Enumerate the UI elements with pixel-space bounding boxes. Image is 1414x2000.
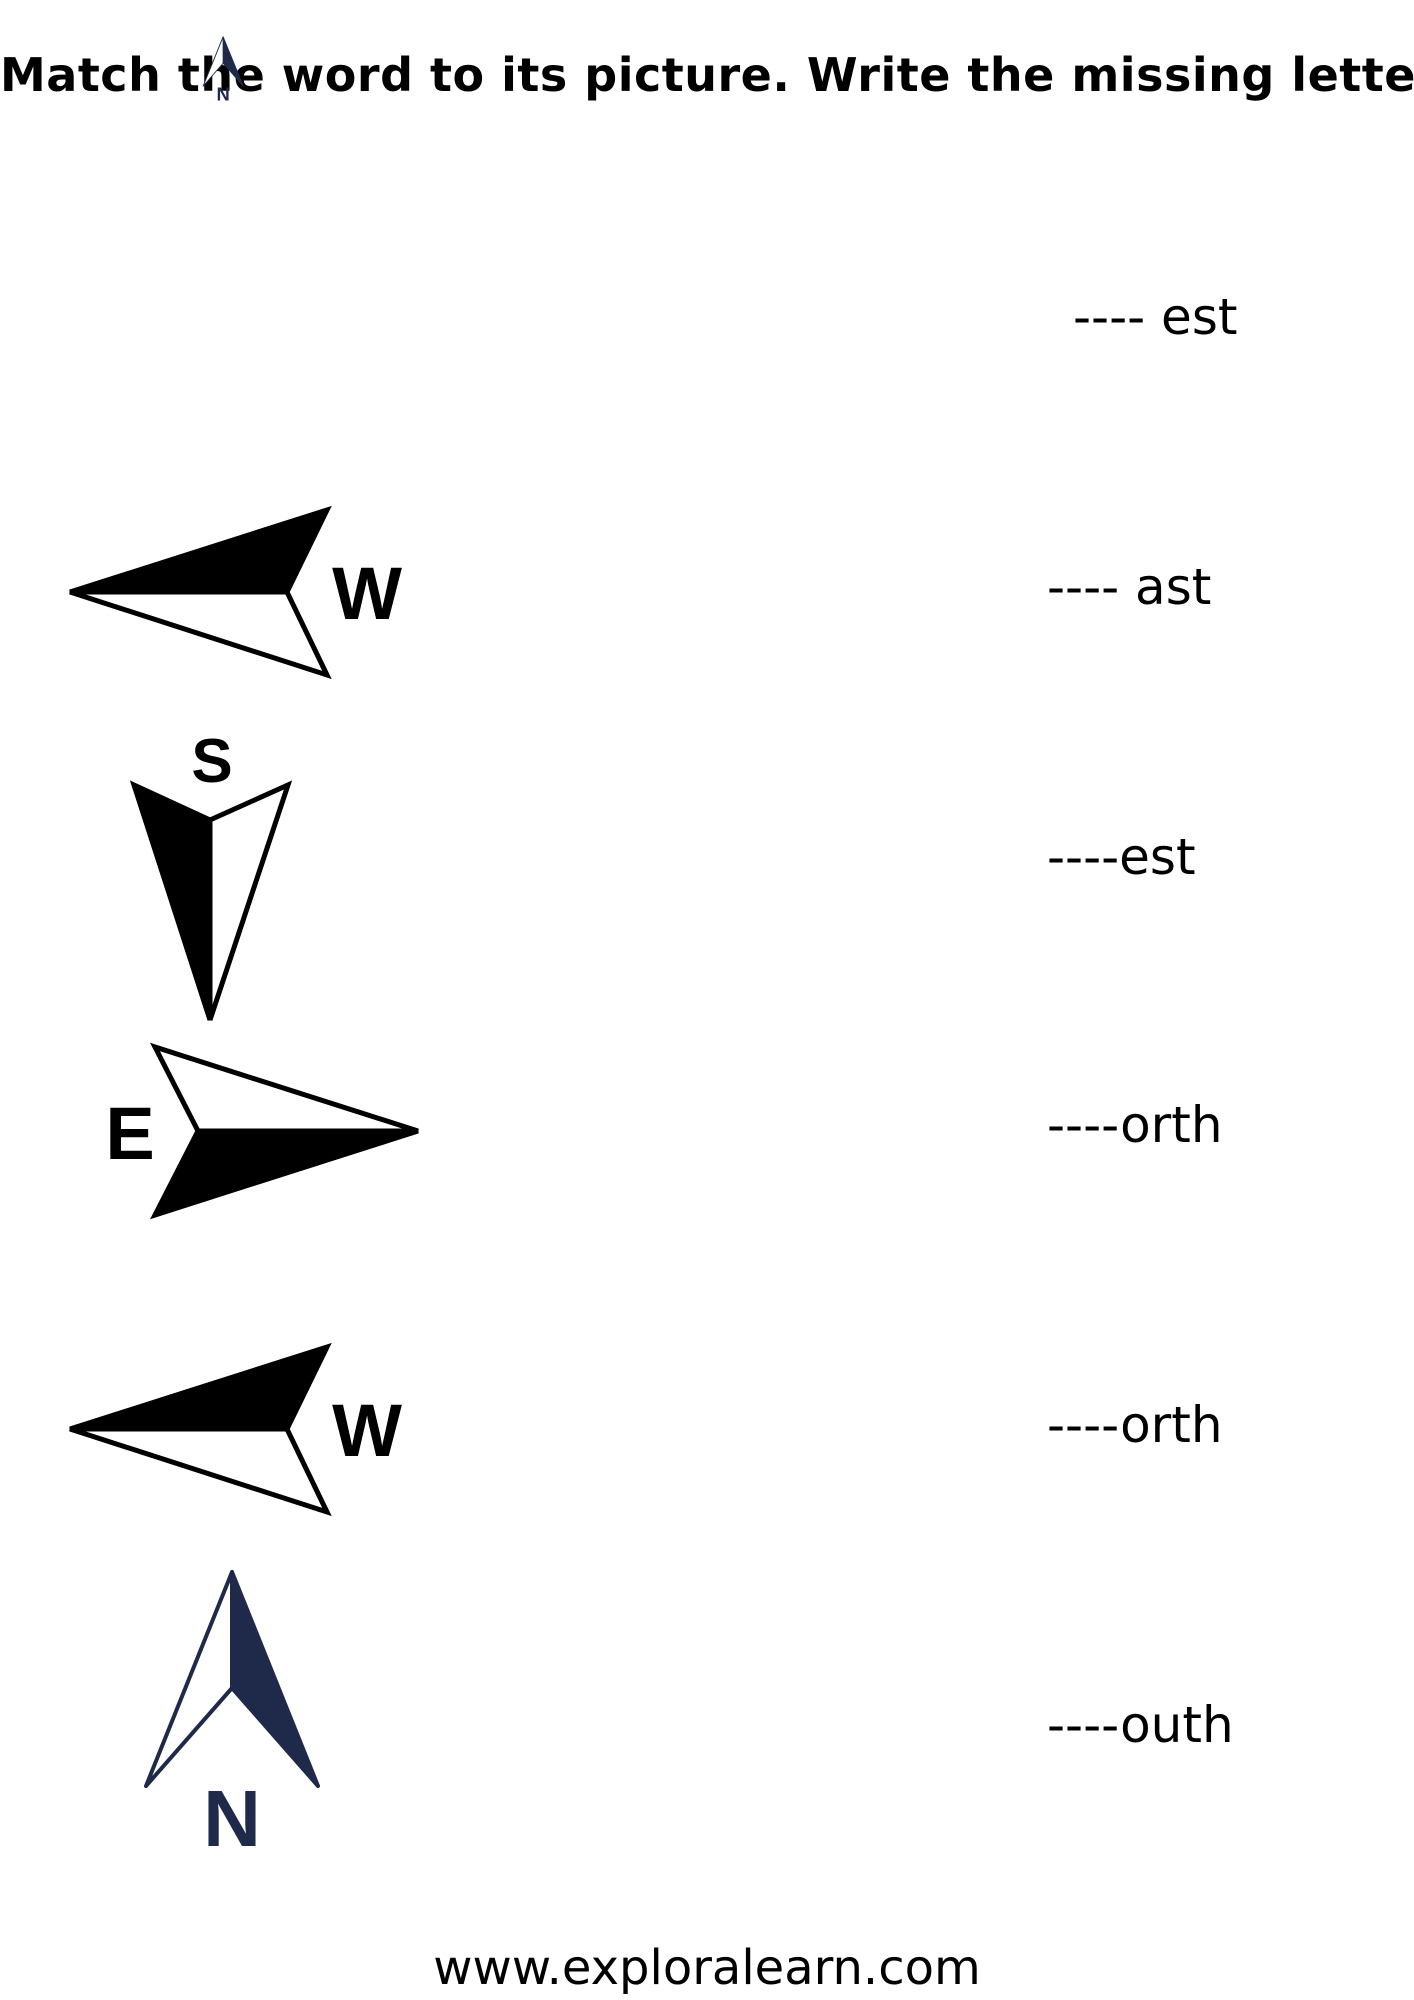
east-arrow-icon: E — [105, 1042, 419, 1220]
arrow-figure-5: W — [0, 1320, 460, 1540]
arrow-figure-4: E — [0, 1030, 460, 1250]
footer-url: www.exploralearn.com — [433, 1940, 981, 1996]
south-arrow-icon: S — [129, 727, 293, 1021]
arrow-figure-6: N — [0, 1560, 460, 1863]
compass-letter-w: W — [332, 552, 402, 635]
word-blank: ----orth — [1047, 1396, 1223, 1454]
north-arrow-icon: N — [144, 1570, 320, 1863]
arrow-figure-2: W — [0, 480, 460, 720]
compass-letter-w: W — [332, 1389, 402, 1472]
arrow-figure-3: S — [0, 710, 460, 1030]
word-blank: ----orth — [1047, 1096, 1223, 1154]
word-blank: ----outh — [1047, 1696, 1234, 1754]
compass-letter-e: E — [105, 1092, 154, 1175]
compass-letter-n: N — [216, 83, 229, 104]
word-blank: ---- est — [1073, 288, 1238, 346]
compass-letter-n: N — [203, 1774, 261, 1863]
west-arrow-icon: W — [69, 505, 402, 680]
word-blank: ---- ast — [1047, 558, 1212, 616]
west-arrow-icon: W — [69, 1342, 402, 1517]
north-arrow-icon: N — [202, 36, 244, 104]
word-blank: ----est — [1047, 828, 1196, 886]
compass-letter-s: S — [191, 727, 232, 796]
